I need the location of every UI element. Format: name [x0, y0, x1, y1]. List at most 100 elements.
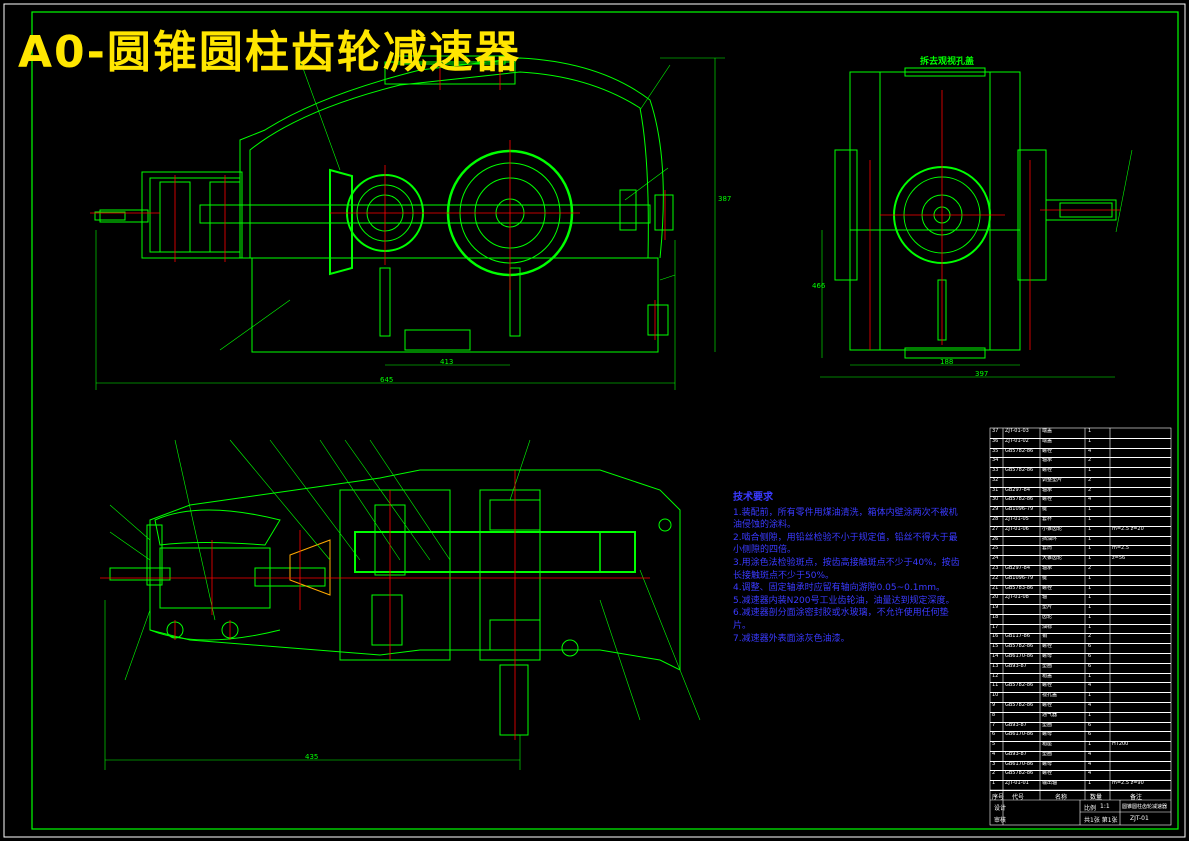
bom-cell: 轴承: [1042, 457, 1053, 464]
bom-cell: 37: [992, 428, 999, 434]
bom-row: 6 GB6170-86 螺母 6: [990, 731, 1171, 743]
bom-cell: GB1096-79: [1005, 506, 1034, 513]
title-block-scale: 1:1: [1100, 803, 1110, 810]
bom-cell: GB6170-86: [1005, 731, 1034, 738]
bom-cell: 6: [992, 731, 996, 738]
bom-cell: 垫圈: [1042, 721, 1053, 728]
bom-cell: 18: [992, 613, 999, 620]
tech-line: 6.减速器剖分面涂密封胶或水玻璃，不允许使用任何垫片。: [733, 608, 949, 631]
bom-cell: 视孔盖: [1042, 692, 1058, 699]
plan-view-centerlines: [100, 470, 650, 740]
inner-frame: [31, 11, 1179, 830]
bom-cell: 螺栓: [1042, 447, 1053, 454]
bom-cell: 箱座: [1042, 741, 1053, 748]
bom-cell: 4: [1088, 760, 1092, 767]
bom-cell: 4: [1088, 447, 1092, 454]
bom-cell: 螺栓: [1042, 496, 1053, 503]
bom-header-remark: 备注: [1130, 794, 1143, 801]
bom-cell: 齿轮: [1042, 613, 1053, 620]
bom-cell: GB5782-86: [1005, 643, 1034, 650]
bom-cell: 15: [992, 643, 999, 650]
top-view-label: 拆去观视孔盖: [919, 57, 974, 67]
bom-cell: 螺栓: [1042, 682, 1053, 689]
bom-cell: 25: [992, 545, 999, 552]
bom-cell: GB93-87: [1005, 662, 1027, 669]
bom-cell: 垫圈: [1042, 750, 1053, 757]
bom-cell: 1: [1088, 613, 1092, 620]
tech-line: 1.装配前，所有零件用煤油清洗，箱体内壁涂两次不被机油侵蚀的涂料。: [733, 507, 958, 531]
bom-cell: 键: [1042, 574, 1048, 581]
drawing-title: A0-圆锥圆柱齿轮减速器: [18, 27, 521, 78]
bom-cell: 16: [992, 633, 999, 640]
bom-cell: 31: [992, 486, 999, 493]
bom-cell: 2: [1088, 486, 1092, 493]
bom-cell: z=56: [1112, 555, 1126, 562]
bom-cell: 轴承: [1042, 486, 1053, 493]
bom-cell: 1: [992, 780, 996, 787]
bom-header-code: 代号: [1012, 794, 1025, 801]
bom-cell: 2: [1088, 457, 1092, 464]
dim-side-total: 397: [975, 370, 989, 378]
bom-cell: 36: [992, 437, 999, 444]
plan-view: [104, 439, 701, 770]
bom-header-no: 序号: [992, 794, 1005, 801]
bom-cell: 26: [992, 535, 999, 542]
bom-cell: 2: [992, 770, 996, 777]
bom-cell: 5: [992, 741, 996, 748]
bom-cell: 6: [1088, 731, 1092, 738]
bom-cell: 6: [1088, 643, 1092, 650]
bom-cell: 4: [1088, 750, 1092, 757]
bom-cell: 6: [1088, 721, 1092, 728]
bom-cell: GB1096-79: [1005, 574, 1034, 581]
bom-cell: 端盖: [1042, 428, 1053, 434]
bom-cell: 12: [992, 672, 999, 679]
bom-cell: ZJT-01-01: [1005, 780, 1029, 787]
bom-cell: 螺母: [1042, 760, 1053, 767]
dim-side-height: 466: [812, 282, 826, 290]
bom-cell: 销: [1042, 633, 1048, 640]
bom-cell: 1: [1088, 428, 1092, 434]
bom-cell: 1: [1088, 555, 1092, 562]
bom-cell: 24: [992, 555, 999, 562]
bom-cell: 6: [1088, 662, 1092, 669]
bom-cell: ZJT-01-05: [1005, 516, 1029, 523]
tech-heading: 技术要求: [733, 492, 773, 503]
bom-cell: 1: [1088, 741, 1092, 748]
bom-cell: 螺母: [1042, 731, 1053, 738]
bom-cell: 箱盖: [1042, 672, 1053, 679]
title-block-scale-label: 比例: [1084, 805, 1097, 812]
bom-cell: ZJT-01-02: [1005, 437, 1029, 444]
bom-cell: ZJT-01-08: [1005, 594, 1029, 601]
tech-line: 2.啮合侧隙，用铅丝检验不小于规定值，铅丝不得大于最小侧隙的四倍。: [733, 532, 958, 556]
tech-line: 7.减速器外表面涂灰色油漆。: [733, 633, 850, 644]
bom-cell: 8: [992, 711, 996, 718]
bom-cell: 1: [1088, 467, 1092, 474]
bom-cell: 套筒: [1042, 545, 1053, 552]
bom-header-name: 名称: [1055, 794, 1068, 801]
bom-cell: ZJT-01-03: [1005, 428, 1029, 434]
bom-cell: 13: [992, 662, 999, 669]
bom-cell: 1: [1088, 516, 1092, 523]
bom-cell: 1: [1088, 711, 1092, 718]
bom-cell: GB5783-86: [1005, 584, 1034, 591]
bom-cell: 垫片: [1042, 604, 1053, 611]
bom-cell: GB297-84: [1005, 486, 1031, 493]
front-view: [94, 55, 725, 390]
